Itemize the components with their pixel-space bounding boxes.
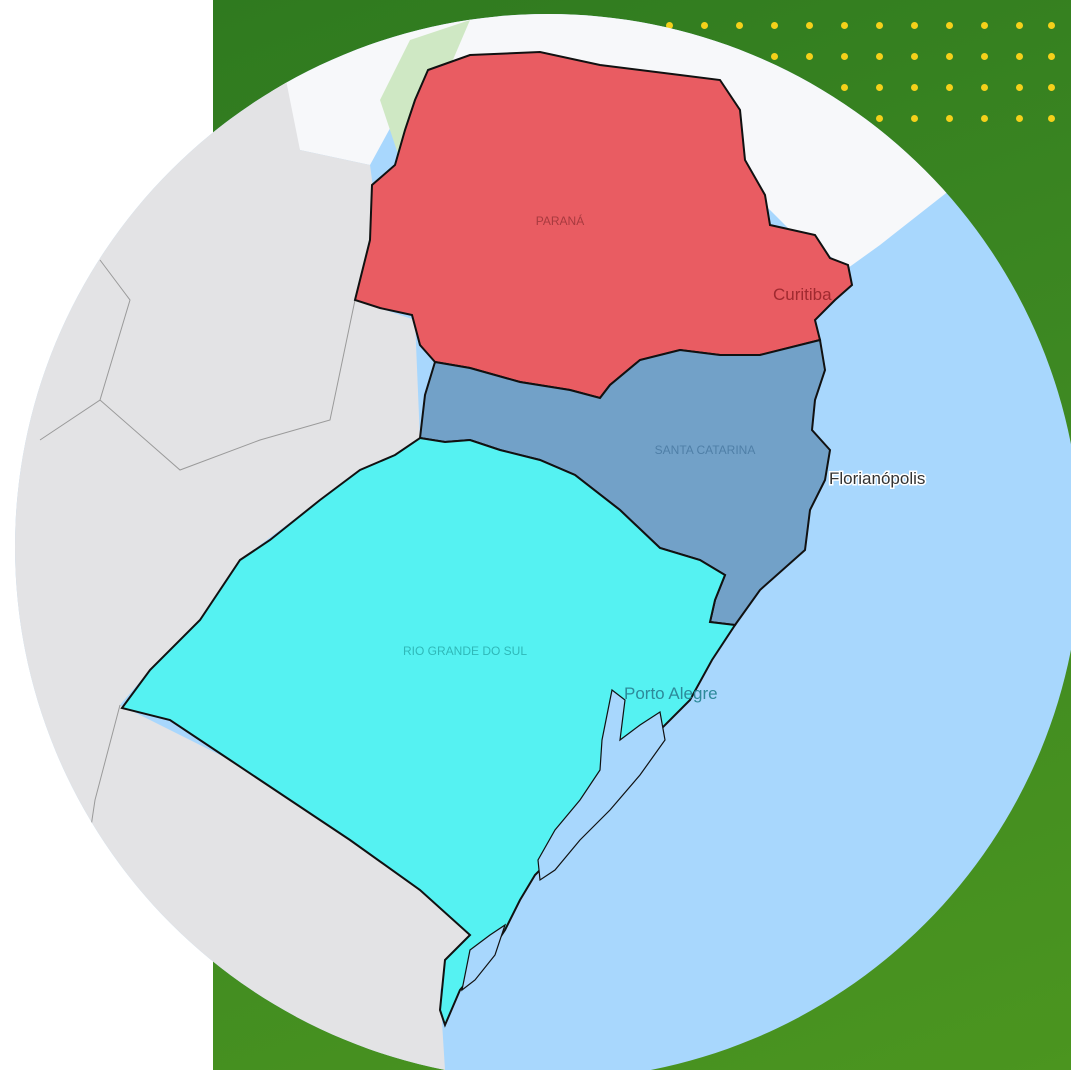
state-rio-grande-do-sul: [120, 436, 737, 1028]
label-city-florianopolis-halo: Florianópolis: [829, 469, 925, 488]
label-city-curitiba: Curitiba: [773, 285, 832, 304]
lagoon-patos: [537, 688, 666, 882]
label-city-porto-alegre: Porto Alegre: [624, 684, 718, 703]
label-rio-grande-do-sul: RIO GRANDE DO SUL: [403, 644, 527, 658]
label-city-florianopolis: Florianópolis: [829, 469, 925, 488]
lagoon-mirim: [461, 923, 507, 992]
neighbor-land-area: [15, 14, 470, 1070]
label-santa-catarina: SANTA CATARINA: [655, 443, 756, 457]
label-parana: PARANÁ: [536, 213, 584, 228]
